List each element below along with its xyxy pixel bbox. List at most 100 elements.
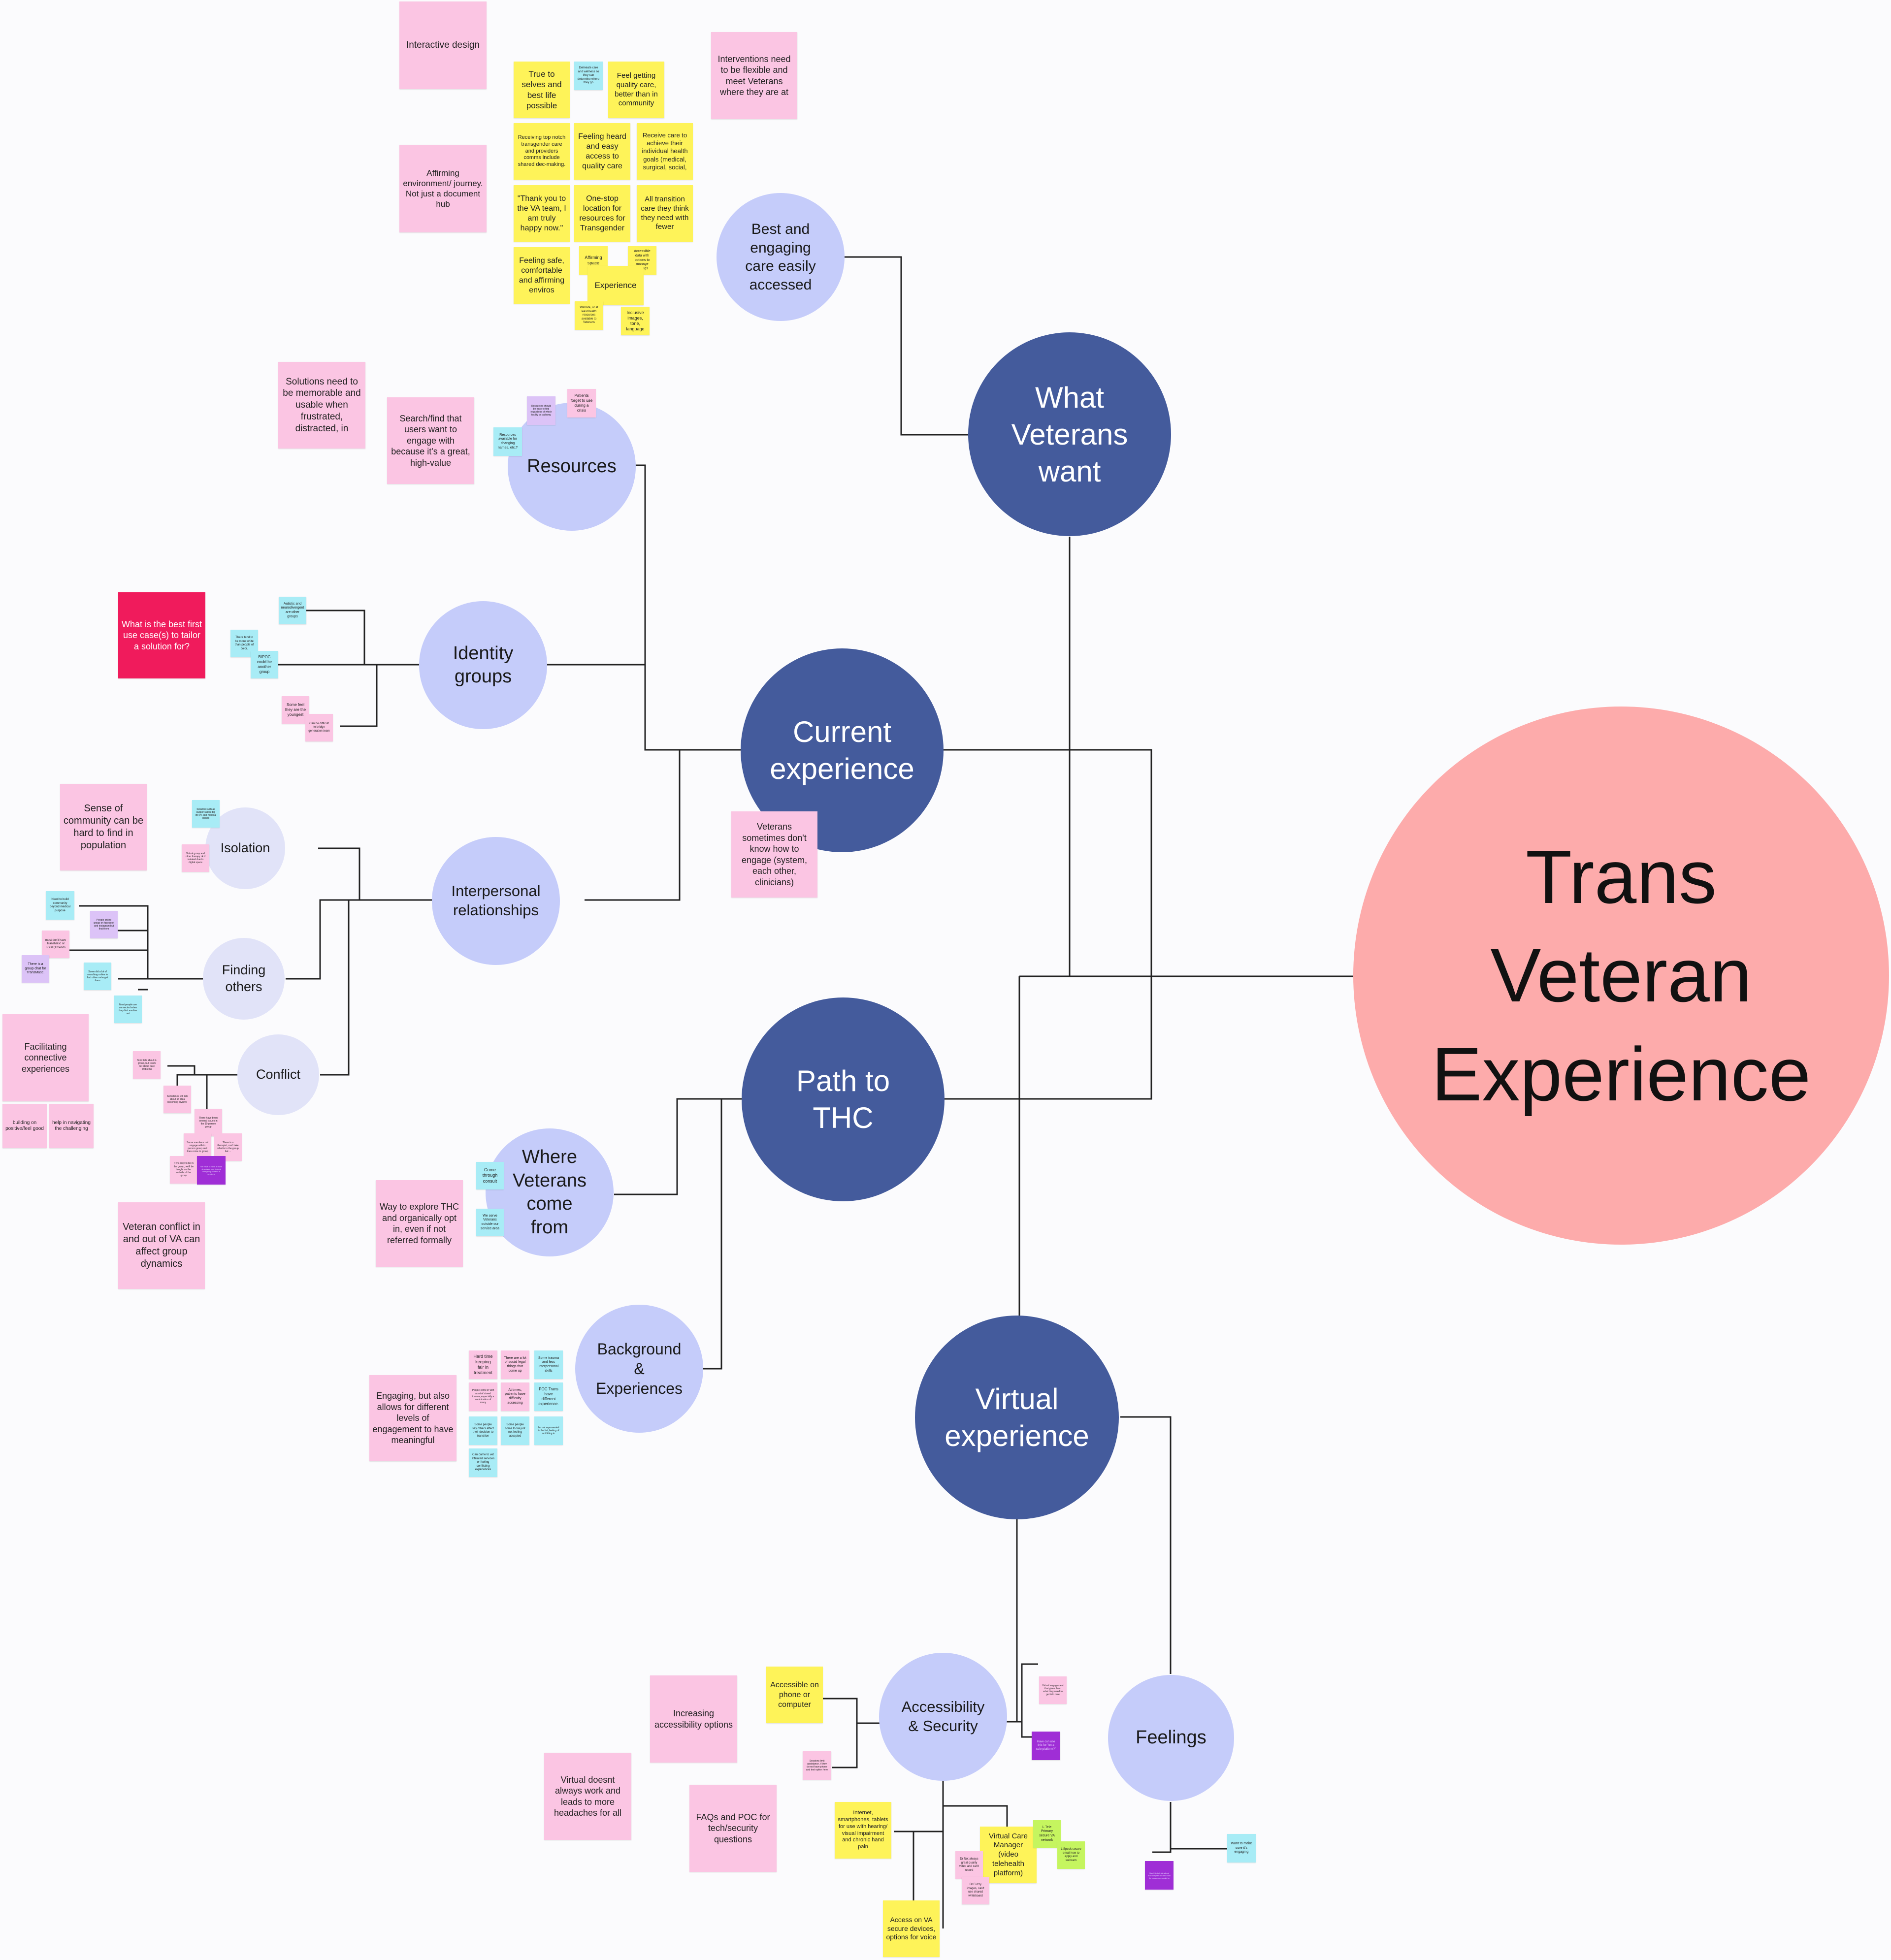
- connector-path-where: [614, 1098, 743, 1195]
- sticky-note[interactable]: Can come to vet affiliated services or f…: [469, 1448, 497, 1477]
- node-interpersonal-relationships[interactable]: Interpersonal relationships: [432, 837, 560, 965]
- sticky-note[interactable]: Affirming environment/ journey. Not just…: [399, 145, 487, 232]
- root-node-label: Trans Veteran Experience: [1431, 835, 1811, 1117]
- sticky-note[interactable]: Virtual doesnt always work and leads to …: [544, 1753, 631, 1840]
- sticky-note[interactable]: There have been several issues in the 10…: [195, 1109, 222, 1136]
- node-what-veterans-want[interactable]: What Veterans want: [968, 332, 1171, 536]
- node-label: Identity groups: [453, 643, 514, 687]
- sticky-note[interactable]: Use this to think about how they felt li…: [1145, 1861, 1174, 1890]
- sticky-note[interactable]: If it's easy to be in the group, we'll b…: [170, 1156, 197, 1184]
- connector-conflict-notes: [167, 1065, 238, 1076]
- sticky-note[interactable]: Want to make sure it's engaging: [1227, 1834, 1256, 1863]
- sticky-note[interactable]: Feel getting quality care, better than i…: [608, 62, 664, 118]
- node-background-experiences[interactable]: Background & Experiences: [575, 1305, 703, 1433]
- node-identity-groups[interactable]: Identity groups: [419, 601, 547, 729]
- sticky-note[interactable]: Veteran conflict in and out of VA can af…: [118, 1202, 205, 1289]
- sticky-note[interactable]: Some people come to VA just not feeling …: [501, 1416, 529, 1445]
- sticky-note[interactable]: Some did a lot of searching online to fi…: [84, 963, 111, 990]
- sticky-note[interactable]: Patients forget to use during a crisis: [567, 389, 596, 418]
- sticky-note[interactable]: Autistic and neurodivergent are other gr…: [279, 597, 306, 624]
- sticky-note[interactable]: All transition care they think they need…: [637, 185, 693, 242]
- sticky-note[interactable]: Increasing accessibility options: [650, 1675, 737, 1763]
- sticky-note[interactable]: Hard time keeping fair in treatment: [469, 1350, 497, 1379]
- sticky-note[interactable]: We have to have a more structured way to…: [197, 1156, 226, 1185]
- sticky-note[interactable]: Inclusive images, tone, language: [621, 307, 650, 335]
- sticky-note[interactable]: Engaging, but also allows for different …: [369, 1375, 456, 1461]
- sticky-note[interactable]: Feeling heard and easy access to quality…: [574, 123, 630, 180]
- sticky-note[interactable]: Virtual group and other therapy ok if is…: [182, 844, 209, 872]
- sticky-note[interactable]: Delineate care and wellness so they can …: [574, 62, 603, 90]
- sticky-note[interactable]: Receiving top notch transgender care and…: [514, 123, 570, 180]
- node-label: Resources: [527, 456, 617, 477]
- node-path-to-thc[interactable]: Path to THC: [742, 997, 945, 1201]
- sticky-note[interactable]: I'm not represented in the list, feeling…: [534, 1416, 563, 1445]
- node-virtual-experience[interactable]: Virtual experience: [915, 1316, 1119, 1519]
- node-finding-others[interactable]: Finding others: [203, 938, 285, 1020]
- sticky-note[interactable]: Isolation such as support about big life…: [192, 800, 220, 828]
- connector-virtual-feelings: [1120, 1416, 1172, 1674]
- sticky-note[interactable]: Way to explore THC and organically opt i…: [376, 1180, 463, 1267]
- sticky-note[interactable]: People come in with a set of stored trau…: [469, 1382, 497, 1411]
- node-current-experience[interactable]: Current experience: [741, 648, 944, 852]
- sticky-note[interactable]: Experience: [587, 266, 644, 305]
- sticky-note[interactable]: building on positive/feel good: [2, 1104, 47, 1148]
- sticky-note[interactable]: Internet, smartphones, tablets for use w…: [835, 1802, 891, 1859]
- sticky-note[interactable]: Accessible on phone or computer: [766, 1667, 823, 1723]
- node-best-engaging-care[interactable]: Best and engaging care easily accessed: [717, 193, 845, 321]
- sticky-note[interactable]: There are a lot of social legal things t…: [501, 1350, 529, 1379]
- sticky-note[interactable]: Facilitating connective experiences: [2, 1014, 89, 1101]
- sticky-note[interactable]: Veterans sometimes don't know how to eng…: [731, 811, 817, 898]
- connector-want-best: [843, 256, 969, 436]
- sticky-note[interactable]: Interventions need to be flexible and me…: [711, 32, 797, 119]
- sticky-note[interactable]: What is the best first use case(s) to ta…: [118, 592, 205, 678]
- connector-access-vcm: [943, 1805, 1008, 1827]
- sticky-note[interactable]: Resources should be easy to find regardl…: [527, 396, 555, 425]
- sticky-note[interactable]: Can be difficult to bridge generation te…: [305, 714, 333, 741]
- sticky-note[interactable]: One-stop location for resources for Tran…: [574, 185, 630, 242]
- sticky-note[interactable]: FAQs and POC for tech/security questions: [689, 1785, 777, 1872]
- sticky-note[interactable]: Need to build community beyond medical p…: [46, 891, 74, 920]
- node-conflict[interactable]: Conflict: [237, 1034, 319, 1115]
- sticky-note[interactable]: Access on VA secure devices, options for…: [883, 1900, 940, 1957]
- sticky-note[interactable]: most don't have TransMasc or LGBTQ frien…: [42, 931, 69, 958]
- sticky-note[interactable]: Some feel they are the youngest: [282, 696, 309, 724]
- sticky-note[interactable]: L Speak secure email how to apply and we…: [1057, 1841, 1085, 1869]
- sticky-note[interactable]: Search/find that users want to engage wi…: [387, 397, 474, 484]
- connector-current-resources: [635, 464, 742, 751]
- sticky-note[interactable]: Some people say others affect their deci…: [469, 1416, 497, 1445]
- sticky-note[interactable]: L Tele Primary secure VA network: [1033, 1820, 1061, 1848]
- sticky-note[interactable]: At times, patients have difficulty acces…: [501, 1382, 529, 1411]
- node-where-veterans-come-from[interactable]: Where Veterans come from: [486, 1128, 614, 1256]
- sticky-note[interactable]: Sessions limit assistance, if they do no…: [803, 1751, 831, 1780]
- sticky-note[interactable]: Virtual Care Manager (video telehealth p…: [980, 1827, 1037, 1883]
- sticky-note[interactable]: Dr Fuzzy images, can't use shared whiteb…: [962, 1877, 989, 1904]
- connector-root-path: [943, 976, 1152, 1100]
- sticky-note[interactable]: BIPOC could be another group: [251, 651, 278, 678]
- sticky-note[interactable]: Come through consult: [476, 1162, 504, 1189]
- sticky-note[interactable]: POC Trans have different experience.: [534, 1382, 563, 1411]
- sticky-note[interactable]: Some trauma and less interpersonal skill…: [534, 1350, 563, 1379]
- sticky-note[interactable]: Feeling safe, comfortable and affirming …: [514, 247, 570, 304]
- sticky-note[interactable]: "Thank you to the VA team, I am truly ha…: [514, 185, 570, 242]
- sticky-note[interactable]: Virtual engagement that gives them what …: [1039, 1676, 1067, 1704]
- sticky-note[interactable]: Solutions need to be memorable and usabl…: [278, 362, 365, 449]
- sticky-note[interactable]: help in navigating the challenging: [49, 1104, 94, 1148]
- sticky-note[interactable]: Have can use this for "on a safe platfor…: [1032, 1732, 1060, 1760]
- sticky-note[interactable]: Sense of community can be hard to find i…: [60, 784, 147, 870]
- sticky-note[interactable]: There is a group chat for TransMasc.: [22, 955, 49, 983]
- sticky-note[interactable]: Resources available for changing names, …: [493, 427, 522, 456]
- sticky-note[interactable]: Receive care to achieve their individual…: [637, 123, 693, 180]
- sticky-note[interactable]: Most people are connected when they find…: [114, 996, 142, 1023]
- sticky-note[interactable]: Website, or at least health resources av…: [575, 301, 603, 330]
- sticky-note[interactable]: Interactive design: [399, 1, 487, 89]
- node-feelings[interactable]: Feelings: [1108, 1675, 1234, 1801]
- sticky-note[interactable]: Tend talk about in group, but reach out …: [133, 1051, 161, 1079]
- sticky-note[interactable]: People online group on facebook and inst…: [90, 911, 118, 938]
- sticky-note[interactable]: True to selves and best life possible: [514, 62, 570, 118]
- sticky-note[interactable]: Sometimes will talk about an idea becomi…: [163, 1086, 191, 1113]
- sticky-note[interactable]: Dr Not always great quality video and ca…: [955, 1851, 983, 1879]
- sticky-note[interactable]: We serve Veterans outside our service ar…: [476, 1209, 504, 1236]
- root-node-trans-veteran-experience[interactable]: Trans Veteran Experience: [1353, 707, 1889, 1245]
- node-accessibility-security[interactable]: Accessibility & Security: [879, 1653, 1007, 1781]
